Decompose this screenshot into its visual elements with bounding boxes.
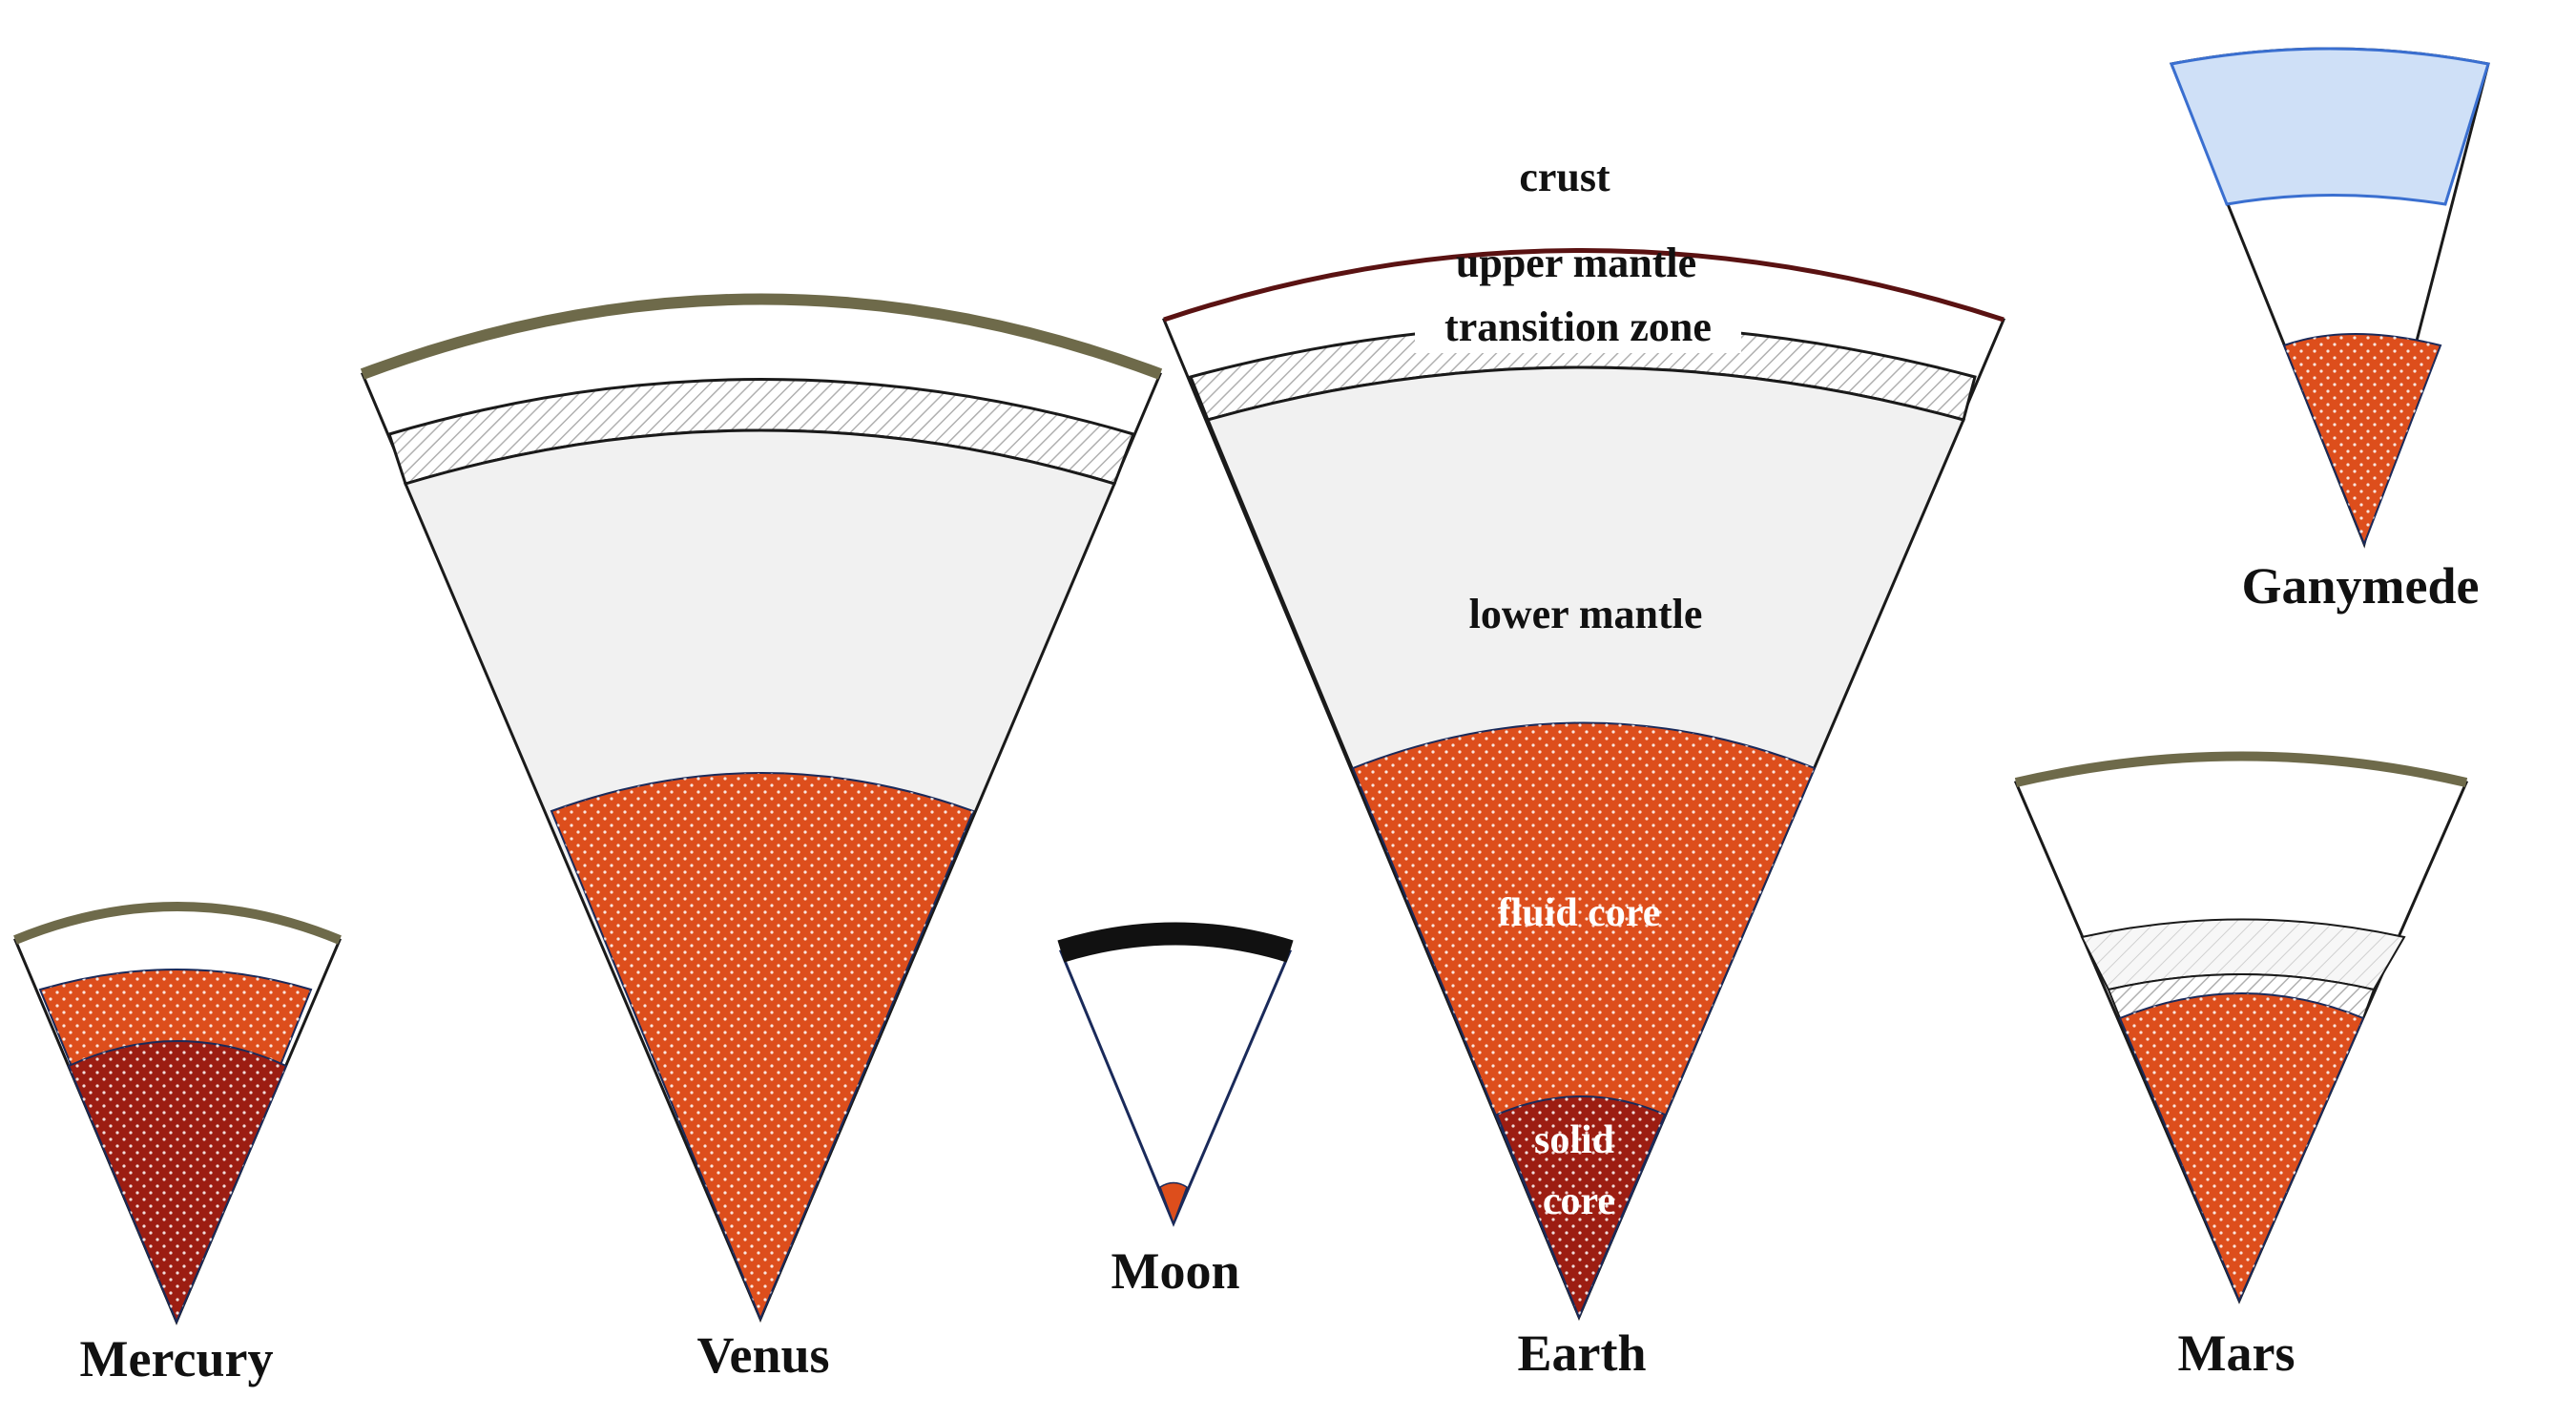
- mars-label: Mars: [2178, 1324, 2296, 1382]
- ganymede-ice-shell: [2169, 47, 2490, 206]
- moon-crust: [1057, 922, 1294, 963]
- venus-core-dots: [551, 773, 973, 1319]
- earth-crust-label: crust: [1519, 154, 1610, 200]
- mercury-crust: [13, 902, 342, 945]
- mars-wedge: [2013, 751, 2469, 1304]
- venus-crust: [360, 293, 1163, 380]
- earth-transition-zone-label: transition zone: [1444, 303, 1712, 350]
- venus-label: Venus: [696, 1326, 829, 1384]
- moon-label: Moon: [1111, 1242, 1240, 1300]
- earth-solid-core-dots: [1497, 1096, 1665, 1317]
- ganymede-core-dots: [2284, 334, 2441, 544]
- earth-wedge: [1161, 248, 2006, 1321]
- mercury-wedge: [13, 902, 342, 1325]
- earth-label: Earth: [1518, 1324, 1647, 1382]
- earth-fluid-core-dots: [1353, 722, 1815, 1317]
- earth-solid-core-label-line2: core: [1543, 1179, 1615, 1223]
- moon-core: [1159, 1181, 1188, 1226]
- earth-crust: [1163, 248, 2005, 323]
- earth-upper-mantle-label: upper mantle: [1456, 240, 1696, 286]
- mercury-label: Mercury: [80, 1330, 274, 1387]
- ganymede-label: Ganymede: [2242, 557, 2480, 615]
- mars-crust: [2014, 751, 2468, 787]
- earth-solid-core-label-line1: solid: [1534, 1118, 1614, 1162]
- moon-mantle: [1058, 932, 1293, 1227]
- venus-wedge: [360, 293, 1163, 1323]
- mars-core-dots: [2120, 993, 2363, 1301]
- moon-wedge: [1057, 922, 1294, 1227]
- earth-fluid-core-label: fluid core: [1498, 891, 1661, 935]
- earth-lower-mantle-label: lower mantle: [1469, 591, 1703, 637]
- mercury-solid-core-dots: [69, 1041, 286, 1322]
- ganymede-wedge: [2169, 47, 2490, 549]
- transition-zone-label-bg: [1415, 303, 1741, 353]
